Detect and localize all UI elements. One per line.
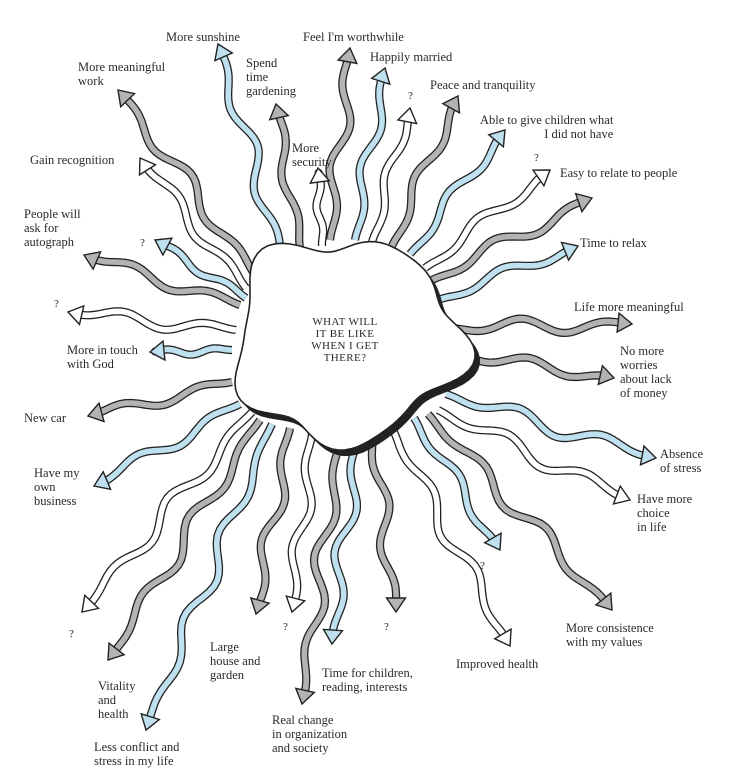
label-life-more-meaningful: Life more meaningful [574, 300, 684, 314]
arrow-life-meaningful [447, 311, 634, 337]
arrow-happily-married [350, 66, 391, 241]
arrow-time-children [322, 435, 363, 646]
question-mark: ? [480, 560, 485, 572]
arrow-peace-tranquility [388, 94, 461, 248]
center-question: WHAT WILL IT BE LIKE WHEN I GET THERE? [311, 316, 379, 364]
question-mark: ? [384, 621, 389, 633]
question-mark: ? [140, 237, 145, 249]
question-mark: ? [283, 621, 288, 633]
arrow-more-consistence [424, 411, 613, 611]
label-have-my-own-business: Have my own business [34, 466, 80, 508]
label-real-change: Real change in organization and society [272, 713, 348, 755]
label-more-in-touch-god: More in touch with God [67, 343, 138, 371]
arrow-vitality-health [107, 417, 264, 661]
arrow-new-car [86, 377, 234, 423]
center-cloud [234, 240, 476, 451]
arrow-question-left [66, 304, 237, 335]
arrow-more-meaningful-work [117, 89, 259, 278]
label-have-more-choice: Have more choice in life [637, 492, 693, 534]
label-new-car: New car [24, 411, 66, 425]
arrow-spend-time-gardening [268, 102, 305, 250]
arrow-question-right-top [422, 169, 552, 272]
arrow-time-to-relax [436, 241, 580, 304]
arrow-question-lower-left [81, 409, 256, 613]
arrow-question-lower-right [410, 415, 502, 552]
arrow-large-house [249, 427, 295, 616]
label-spend-time-gardening: Spend time gardening [246, 56, 296, 98]
label-no-more-worries: No more worries about lack of money [620, 344, 672, 400]
question-mark: ? [534, 152, 539, 164]
arrow-easy-relate [430, 192, 594, 284]
label-time-to-relax: Time to relax [580, 236, 647, 250]
label-more-security: More security [292, 141, 332, 169]
arrow-gain-recognition [138, 156, 250, 291]
arrow-more-in-touch-god [148, 339, 235, 362]
question-mark: ? [54, 298, 59, 310]
label-vitality-health: Vitality and health [98, 679, 136, 721]
arrow-real-change [294, 439, 345, 706]
label-more-meaningful-work: More meaningful work [78, 60, 166, 88]
label-gain-recognition: Gain recognition [30, 153, 115, 167]
label-easy-to-relate: Easy to relate to people [560, 166, 678, 180]
label-large-house-garden: Large house and garden [210, 640, 261, 682]
arrow-question-bottom-left [285, 433, 317, 614]
arrow-more-security [309, 166, 331, 249]
arrow-more-sunshine [213, 42, 287, 264]
label-peace-tranquility: Peace and tranquility [430, 78, 536, 92]
arrow-question-bottom [367, 431, 407, 614]
label-happily-married: Happily married [370, 50, 453, 64]
arrow-less-conflict [140, 422, 276, 732]
label-more-sunshine: More sunshine [166, 30, 240, 44]
label-people-will-ask: People will ask for autograph [24, 207, 81, 249]
label-absence-of-stress: Absence of stress [660, 447, 704, 475]
arrow-people-autograph [82, 250, 242, 309]
arrow-question-left-top [153, 237, 249, 302]
label-feel-worthwhile: Feel I'm worthwhile [303, 30, 404, 44]
arrow-more-choice [436, 406, 632, 505]
label-less-conflict: Less conflict and stress in my life [94, 740, 180, 768]
question-mark: ? [69, 628, 74, 640]
arrow-improved-health [388, 426, 512, 648]
arrow-absence-stress [444, 390, 658, 466]
arrow-own-business [92, 400, 242, 491]
arrow-able-children [406, 129, 506, 257]
arrow-feel-worthwhile [325, 46, 358, 241]
arrow-question-top [368, 106, 418, 244]
arrow-no-more-worries [455, 349, 616, 386]
label-time-for-children: Time for children, reading, interests [322, 666, 413, 694]
label-able-to-give-children: Able to give children what I did not hav… [480, 113, 614, 141]
question-mark: ? [408, 90, 413, 102]
label-improved-health: Improved health [456, 657, 539, 671]
label-more-consistence: More consistence with my values [566, 621, 654, 649]
